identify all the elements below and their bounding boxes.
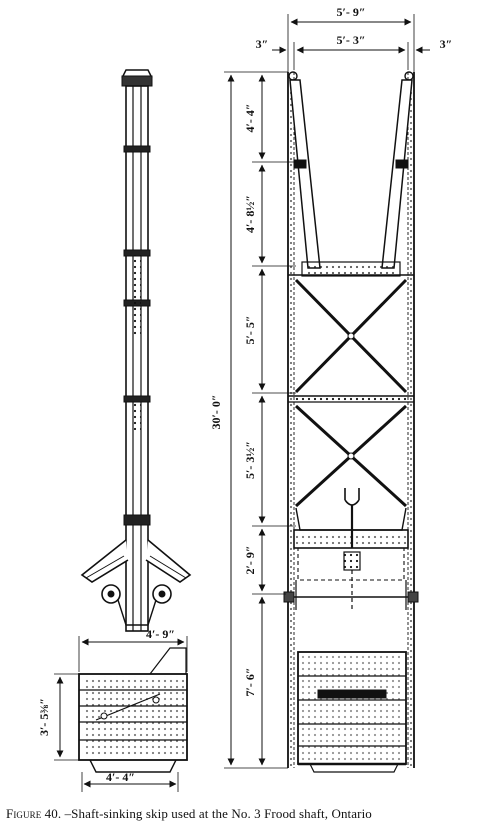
- dim-overall-height: [224, 71, 288, 769]
- dim-top-inner: [272, 42, 430, 70]
- figure-caption-text: –Shaft-sinking skip used at the No. 3 Fr…: [61, 806, 372, 821]
- dim-seg5-label: 2′- 9″: [243, 546, 257, 575]
- dim-side-height-label: 3′- 5⅜″: [37, 698, 51, 736]
- dim-seg3-label: 5′- 5″: [243, 316, 257, 345]
- dim-seg4-label: 5′- 3½″: [243, 441, 257, 479]
- dim-segment-chain: [252, 74, 296, 766]
- dim-side-height: [54, 673, 79, 761]
- dim-side-width-bottom: [81, 772, 179, 792]
- dim-side-width-bottom-label: 4′- 4″: [106, 770, 135, 784]
- dim-seg6-label: 7′- 6″: [243, 668, 257, 697]
- dim-seg2-label: 4′- 8½″: [243, 195, 257, 233]
- dim-seg1-label: 4′- 4″: [243, 104, 257, 133]
- dim-top-overall: [287, 14, 415, 72]
- dim-top-inner-label: 5′- 3″: [337, 33, 366, 47]
- dim-top-left-margin-label: 3″: [256, 37, 269, 51]
- dim-top-right-margin-label: 3″: [440, 37, 453, 51]
- dim-side-width-top: [78, 636, 188, 672]
- skip-drawing: 4′- 9″ 4′- 4″ 3′- 5⅜″: [37, 5, 453, 792]
- dim-top-overall-label: 5′- 9″: [337, 5, 366, 19]
- dim-side-width-top-label: 4′- 9″: [146, 627, 175, 641]
- dim-overall-height-label: 30′- 0″: [209, 395, 223, 430]
- figure-label: Figure 40.: [6, 806, 62, 821]
- side-elevation: [78, 69, 192, 773]
- figure-caption: Figure 40. –Shaft-sinking skip used at t…: [6, 806, 476, 822]
- front-elevation: [283, 71, 419, 773]
